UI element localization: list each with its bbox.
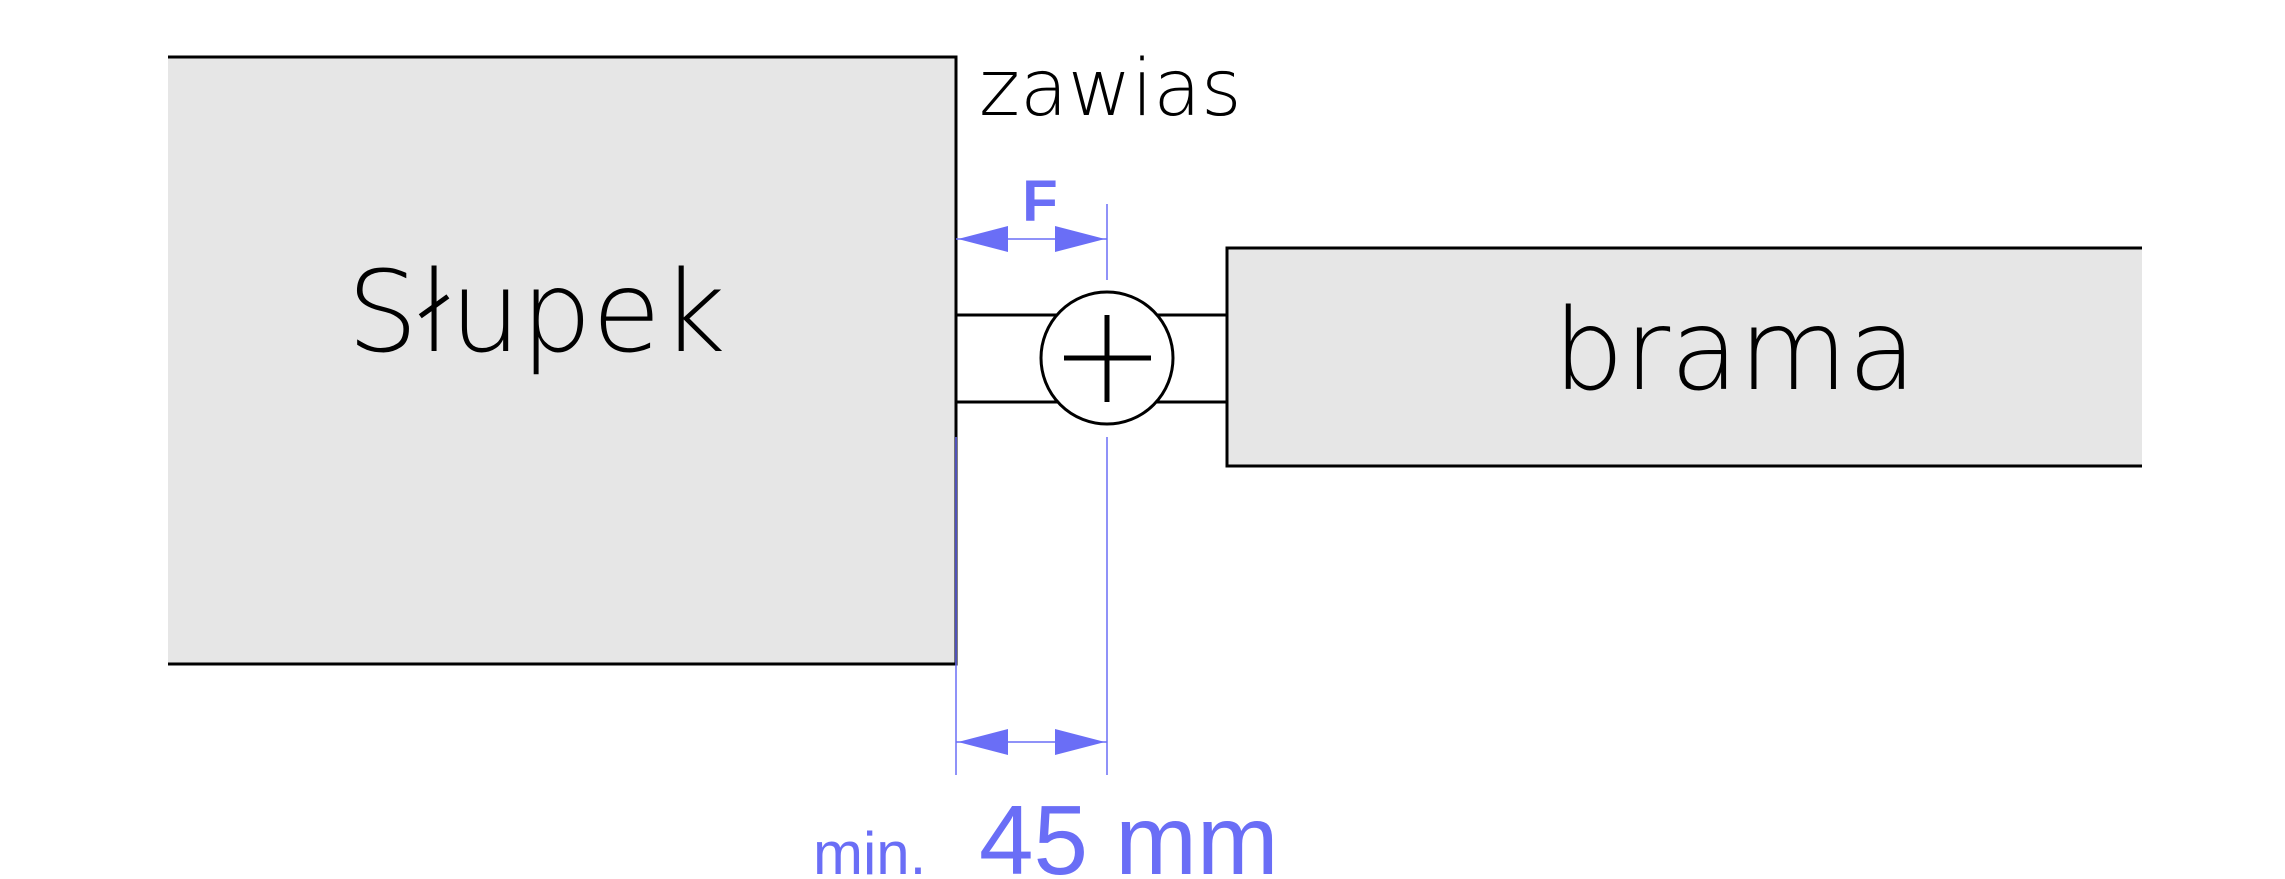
- min-prefix-label: min.: [813, 820, 926, 879]
- dimension-f-label: F: [1022, 169, 1057, 234]
- min-value-label: 45 mm: [979, 785, 1279, 879]
- post: [168, 55, 958, 666]
- post-label: Słupek: [347, 248, 726, 378]
- hinge-pivot-icon: [1039, 290, 1175, 426]
- gate-label: brama: [1553, 286, 1917, 416]
- hinge-label: zawias: [979, 44, 1242, 134]
- dimension-arrow-min: [958, 729, 1105, 755]
- dimension-lines: [955, 204, 1108, 775]
- gate: [1225, 246, 2142, 468]
- dimension-arrow-f: [958, 226, 1105, 252]
